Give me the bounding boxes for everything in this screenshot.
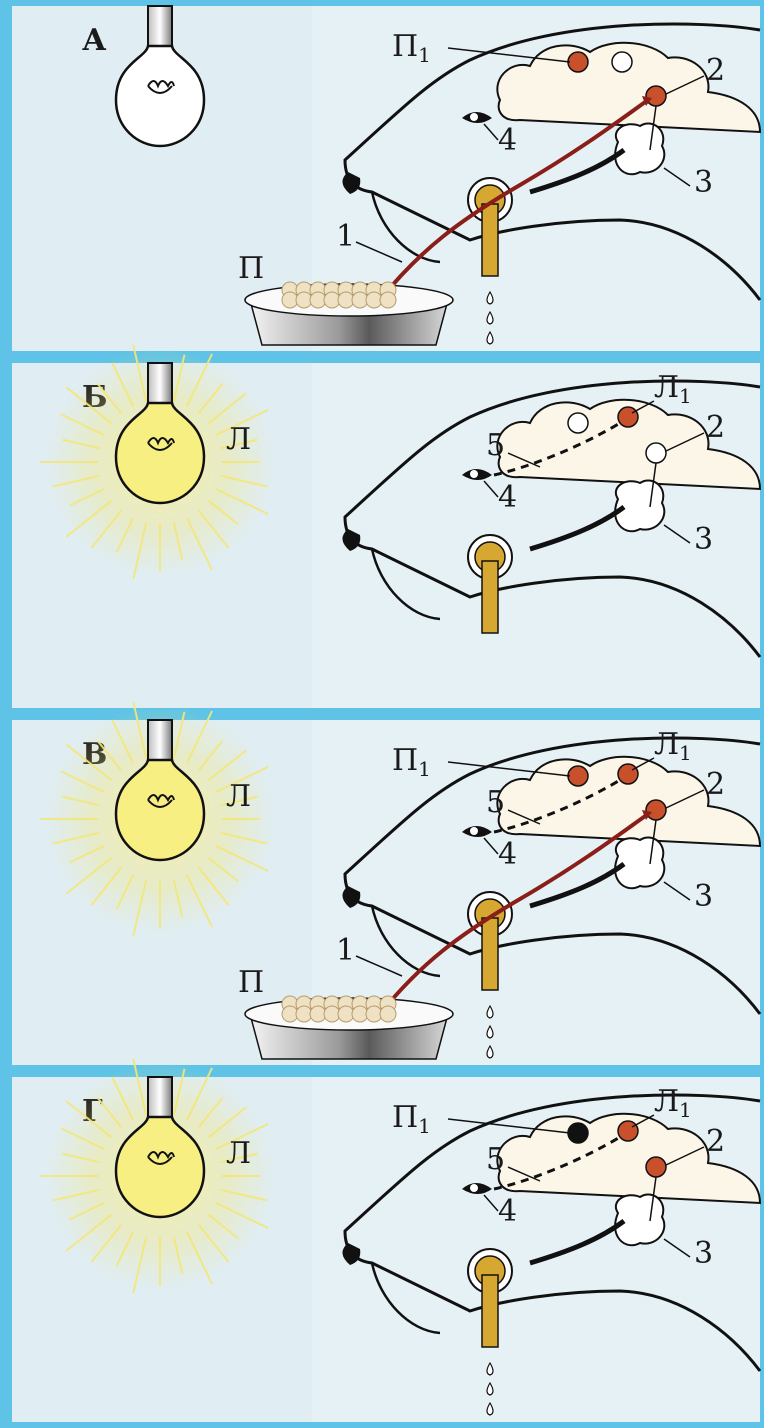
brain-center-mid <box>612 52 632 72</box>
l1-label-subscript: 1 <box>679 1098 692 1122</box>
bulb-socket <box>148 720 172 760</box>
food-bowl <box>245 996 453 1059</box>
center-label: 2 <box>706 1124 725 1159</box>
brain-center-p1 <box>568 766 588 786</box>
food-pellet <box>380 1006 396 1022</box>
nerve-label: 1 <box>336 219 355 254</box>
brain-center-p1 <box>568 1123 588 1143</box>
center-label: 2 <box>706 53 725 88</box>
brain-center-l1 <box>618 764 638 784</box>
center-label: 2 <box>706 410 725 445</box>
l1-label-subscript: 1 <box>679 384 692 408</box>
light-label: Л <box>226 422 251 457</box>
brain-center-p1 <box>568 52 588 72</box>
brain-center-center <box>646 1157 666 1177</box>
l1-label-letter: Л <box>654 727 679 762</box>
nerve-label: 1 <box>336 933 355 968</box>
p1-label-letter: П <box>392 1100 418 1135</box>
p1-label-letter: П <box>392 743 418 778</box>
gland-label: 3 <box>694 165 713 200</box>
eye-label: 4 <box>498 123 517 158</box>
eye-label: 4 <box>498 480 517 515</box>
l1-label-letter: Л <box>654 370 679 405</box>
gland-label: 3 <box>694 879 713 914</box>
panel-4: ГЛП1Л15243 <box>12 1059 760 1422</box>
eye-highlight <box>470 113 478 121</box>
p1-label-letter: П <box>392 29 418 64</box>
p1-label-subscript: 1 <box>418 757 431 781</box>
light-label: Л <box>226 1136 251 1171</box>
brain-center-l1 <box>618 407 638 427</box>
bulb-socket <box>148 363 172 403</box>
gland-label: 3 <box>694 522 713 557</box>
panel-3: ВЛПП1Л152431 <box>12 702 760 1065</box>
saliva-tube <box>482 204 498 276</box>
saliva-tube <box>482 918 498 990</box>
panel-1: АПП12431 <box>12 6 760 351</box>
food-label: П <box>238 251 264 286</box>
l1-label-letter: Л <box>654 1084 679 1119</box>
eye-label: 4 <box>498 1194 517 1229</box>
center-label: 2 <box>706 767 725 802</box>
eye-highlight <box>470 1184 478 1192</box>
path-label: 5 <box>486 428 505 463</box>
p1-label-subscript: 1 <box>418 43 431 67</box>
path-label: 5 <box>486 785 505 820</box>
gland-label: 3 <box>694 1236 713 1271</box>
food-label: П <box>238 965 264 1000</box>
light-label: Л <box>226 779 251 814</box>
path-label: 5 <box>486 1142 505 1177</box>
food-bowl <box>245 282 453 345</box>
eye-highlight <box>470 827 478 835</box>
p1-label-subscript: 1 <box>418 1114 431 1138</box>
brain-center-center <box>646 800 666 820</box>
eye-highlight <box>470 470 478 478</box>
saliva-tube <box>482 561 498 633</box>
eye-label: 4 <box>498 837 517 872</box>
brain-center-center <box>646 86 666 106</box>
saliva-tube <box>482 1275 498 1347</box>
food-pellet <box>380 292 396 308</box>
bulb-socket <box>148 6 172 46</box>
brain-center-left <box>568 413 588 433</box>
l1-label-subscript: 1 <box>679 741 692 765</box>
brain-center-l1 <box>618 1121 638 1141</box>
panel-letter: А <box>82 23 107 58</box>
panel-2: БЛЛ15243 <box>12 345 760 708</box>
bulb-socket <box>148 1077 172 1117</box>
brain-center-center <box>646 443 666 463</box>
